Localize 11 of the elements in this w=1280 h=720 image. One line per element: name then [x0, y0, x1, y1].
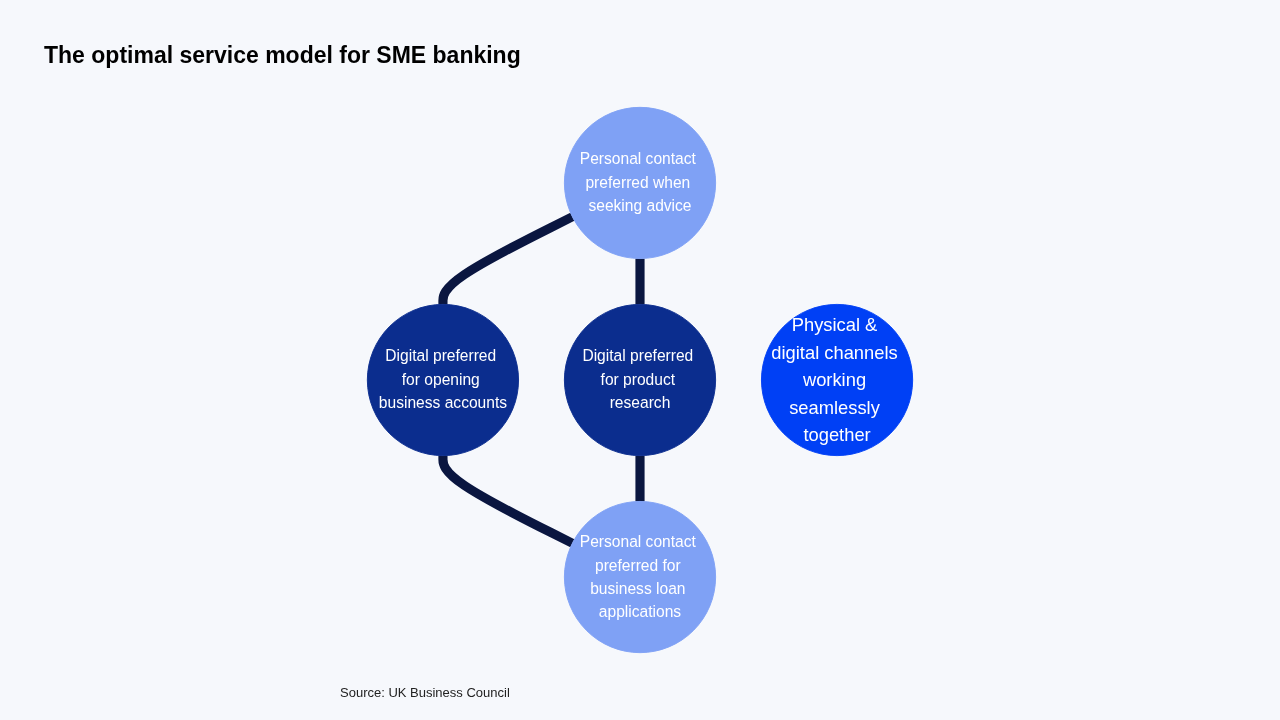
node-circle: Personal contact preferred for business loan applications [563, 501, 717, 654]
source-note: Source: UK Business Council [340, 685, 510, 700]
node-circle: Digital preferred for opening business accounts [366, 303, 519, 457]
node-circle: Physical & digital channels working seamlessly together [761, 303, 914, 457]
connector [438, 454, 575, 548]
node-circle: Personal contact preferred when seeking advice [563, 106, 717, 259]
connector [635, 454, 645, 503]
node-circle: Digital preferred for product research [563, 303, 717, 457]
connector [635, 257, 645, 306]
title: The optimal service model for SME banking [44, 42, 521, 69]
connector [438, 212, 575, 306]
